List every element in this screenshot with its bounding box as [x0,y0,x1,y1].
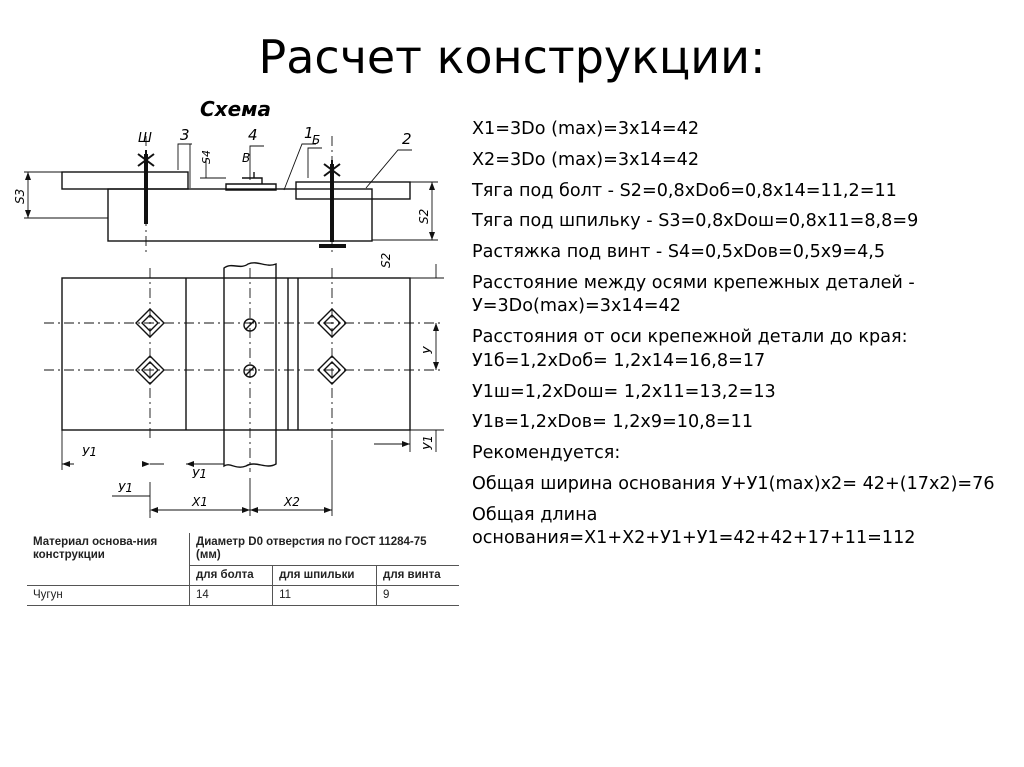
calc-line: Тяга под шпильку - S3=0,8xDош=0,8x11=8,8… [472,211,919,232]
dim-u: У [421,346,435,354]
callout-2: 2 [402,130,412,148]
calc-line: Растяжка под винт - S4=0,5xDов=0,5x9=4,5 [472,242,886,263]
callout-1: 1 [304,124,314,142]
callout-v: В [242,151,250,165]
dim-u1-left: У1 [82,445,97,459]
dim-s3: S3 [14,189,27,204]
dim-u1-right-top: У1 [421,435,435,450]
callout-sh: Ш [138,131,152,146]
calc-line: Расстояния от оси крепежной детали до кр… [472,327,914,371]
dim-s2-side: S2 [417,209,431,224]
calc-line: Рекомендуется: [472,443,621,464]
diameter-table: Материал основа-ния конструкции Диаметр … [27,533,459,606]
dim-x2: X2 [283,495,300,509]
table-row-material: Чугун [27,585,190,606]
dim-s4: S4 [200,150,213,164]
dim-u1-center: У1 [192,467,207,481]
callout-b: Б [312,133,320,147]
calc-line: X1=3Do (max)=3x14=42 [472,119,700,139]
callout-3: 3 [180,126,190,144]
calc-line: Расстояние между осями крепежных деталей… [472,272,921,317]
base-plate-side [107,188,373,242]
calc-line: Тяга под болт - S2=0,8xDоб=0,8x14=11,2=1… [472,180,897,201]
construction-scheme: Схема Ш 3 4 1 Б 2 В S4 S3 S2 S2 У У1 У1 … [14,92,454,528]
calculation-text: X1=3Do (max)=3x14=42 X2=3Do (max)=3x14=4… [472,118,1012,558]
table-row-stud: 11 [272,585,378,606]
calc-line: У1ш=1,2xDош= 1,2x11=13,2=13 [472,381,776,402]
table-col-screw: для винта [376,565,459,586]
calc-line: У1в=1,2xDов= 1,2x9=10,8=11 [472,412,754,433]
calc-line: X2=3Do (max)=3x14=42 [472,149,700,170]
table-col-stud: для шпильки [272,565,378,586]
right-bar-side [295,181,411,200]
scheme-title: Схема [200,97,271,121]
table-row-screw: 9 [376,585,459,606]
center-profile-plan [223,262,277,468]
dim-s2-plan: S2 [379,253,393,268]
left-bar-side [61,171,189,190]
dim-x1: X1 [191,495,208,509]
table-row-bolt: 14 [188,585,274,606]
base-plate-plan [61,277,411,431]
callout-4: 4 [248,126,258,144]
slide-title: Расчет конструкции: [258,30,766,84]
center-part-side [225,172,277,191]
table-header-diameter: Диаметр D0 отверстия по ГОСТ 11284-75 (м… [189,533,459,566]
fastener-holes [135,308,347,385]
table-col-bolt: для болта [188,565,274,586]
table-header-material: Материал основа-ния конструкции [27,533,190,586]
scheme-svg: Схема Ш 3 4 1 Б 2 В S4 S3 S2 S2 У У1 У1 … [14,97,444,518]
calc-line: Общая ширина основания У+У1(max)x2= 42+(… [472,473,995,494]
dim-u1-bottom: У1 [118,481,133,495]
calc-line: Общая длина основания=X1+X2+У1+У1=42+42+… [472,504,916,549]
